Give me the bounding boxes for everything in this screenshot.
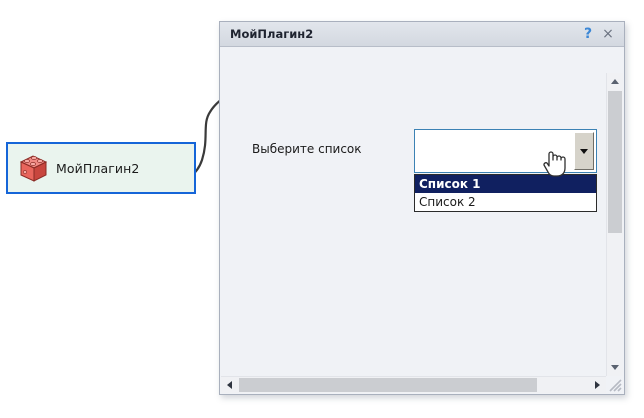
triangle-right-glyph — [595, 381, 600, 389]
horizontal-scrollbar[interactable] — [221, 376, 606, 393]
graph-node-label: МойПлагин2 — [56, 160, 140, 176]
dialog-client-area: Выберите список Список 1 Список 2 — [220, 47, 624, 394]
combo-form-row: Выберите список Список 1 Список 2 — [252, 129, 597, 212]
triangle-left-glyph — [227, 381, 232, 389]
dialog-titlebar[interactable]: МойПлагин2 ? × — [220, 22, 624, 47]
resize-grip[interactable] — [607, 377, 623, 393]
graph-node-myplugin2[interactable]: МойПлагин2 — [6, 142, 196, 194]
scroll-right-icon[interactable] — [589, 377, 606, 393]
list-select-combobox[interactable] — [414, 129, 597, 173]
chevron-down-glyph — [580, 148, 588, 154]
plugin-box-icon — [16, 151, 50, 185]
triangle-down-glyph — [611, 365, 619, 370]
scroll-left-icon[interactable] — [221, 377, 238, 393]
combo-label: Выберите список — [252, 142, 362, 156]
chevron-down-icon[interactable] — [574, 132, 594, 170]
vertical-scrollbar-thumb[interactable] — [608, 91, 622, 233]
scroll-up-icon[interactable] — [607, 73, 623, 90]
triangle-up-glyph — [611, 79, 619, 84]
dialog-title: МойПлагин2 — [230, 27, 314, 41]
list-item[interactable]: Список 1 — [415, 175, 596, 193]
horizontal-scrollbar-thumb[interactable] — [239, 378, 537, 392]
close-icon[interactable]: × — [602, 26, 614, 42]
scroll-down-icon[interactable] — [607, 359, 623, 376]
list-item[interactable]: Список 2 — [419, 195, 476, 209]
vertical-scrollbar[interactable] — [606, 73, 623, 376]
plugin-dialog[interactable]: МойПлагин2 ? × Выберите список Список 1 … — [219, 21, 625, 395]
help-icon[interactable]: ? — [583, 26, 593, 42]
combobox-dropdown-list[interactable]: Список 1 Список 2 — [414, 174, 597, 212]
